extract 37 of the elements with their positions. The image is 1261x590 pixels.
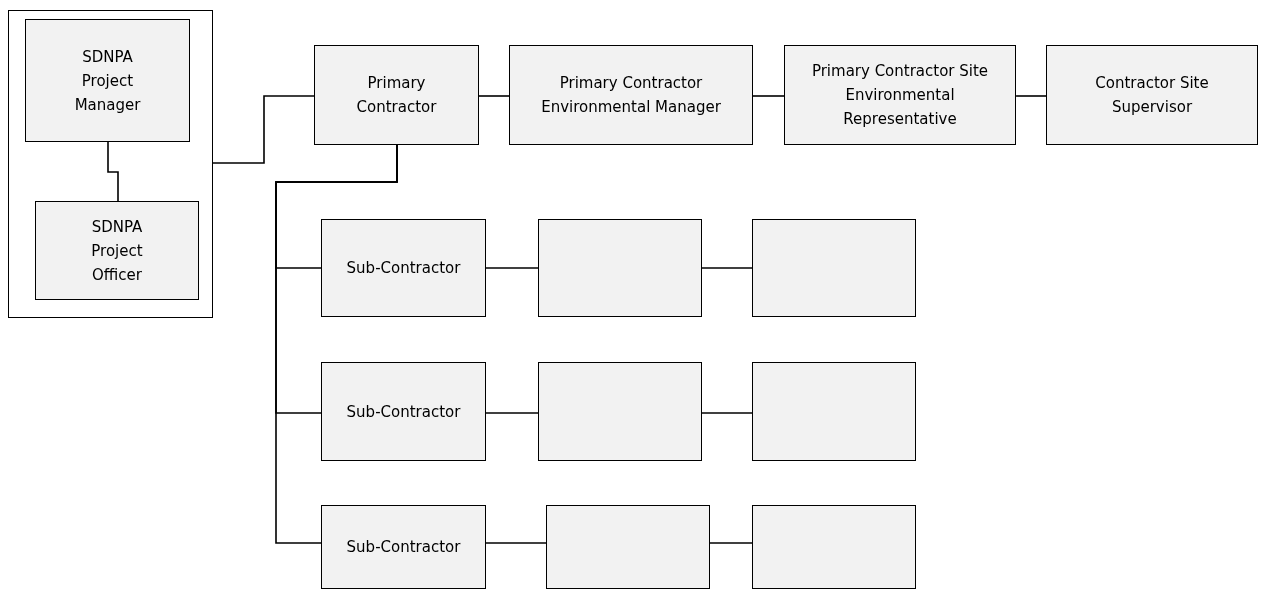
connector-line xyxy=(107,141,119,202)
org-box xyxy=(752,505,916,589)
org-box xyxy=(314,45,479,145)
box-label: Sub-Contractor xyxy=(345,401,462,423)
box-label: Sub-Contractor xyxy=(345,258,462,279)
connector-line xyxy=(485,542,547,544)
connector-line xyxy=(478,95,510,97)
org-box xyxy=(1046,45,1258,145)
org-box xyxy=(752,362,916,461)
connector-line xyxy=(485,267,539,269)
org-box xyxy=(321,362,486,461)
org-box xyxy=(538,219,702,317)
group-frame xyxy=(8,10,213,318)
box-label: Primary Contractor xyxy=(355,73,438,118)
connector-line xyxy=(752,95,785,97)
org-box xyxy=(321,505,486,589)
connector-line xyxy=(1015,95,1047,97)
org-box xyxy=(538,362,702,461)
connector-line xyxy=(485,412,539,414)
box-label: Primary Contractor Site Environmental Representative xyxy=(810,61,990,130)
box-label: Contractor Site Supervisor xyxy=(1094,73,1210,118)
org-box xyxy=(509,45,753,145)
org-box xyxy=(35,201,199,300)
org-box xyxy=(321,219,486,317)
box-label: Primary Contractor Environmental Manager xyxy=(540,73,722,118)
org-box xyxy=(784,45,1016,145)
connector-line xyxy=(709,542,753,544)
connector-line xyxy=(701,267,753,269)
org-box xyxy=(25,19,190,142)
connector-line xyxy=(275,144,398,544)
box-label: SDNPA Project Manager xyxy=(73,46,142,116)
connector-line xyxy=(701,412,753,414)
org-box xyxy=(752,219,916,317)
box-label: Sub-Contractor xyxy=(345,537,462,558)
connector-line xyxy=(212,95,315,164)
org-box xyxy=(546,505,710,589)
box-label: SDNPA Project Officer xyxy=(90,216,144,286)
